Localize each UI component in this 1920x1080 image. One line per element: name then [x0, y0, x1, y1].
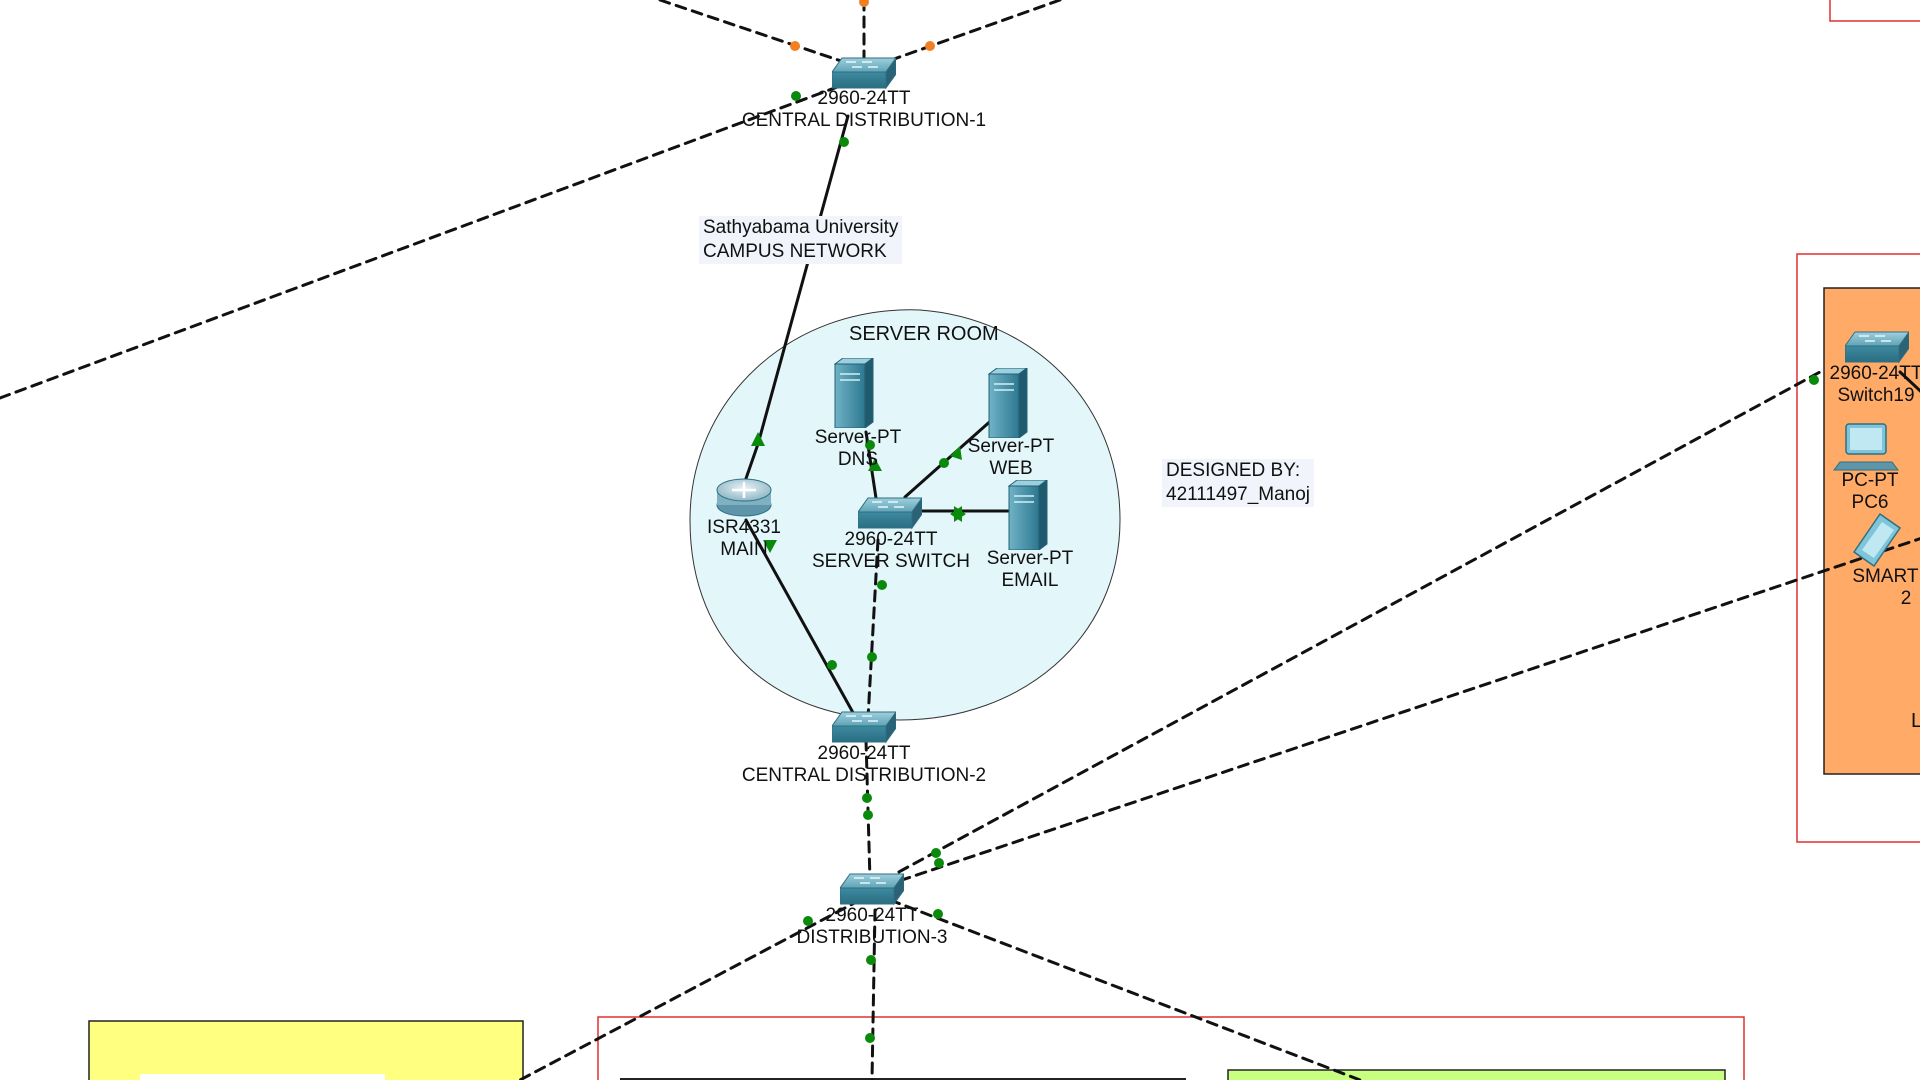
- zone-yellow-inner: [140, 1074, 385, 1080]
- pc6-icon[interactable]: [1833, 423, 1899, 471]
- right-zone-partial-label: L: [1911, 710, 1920, 732]
- switch19-icon[interactable]: [1845, 331, 1909, 363]
- central-distribution-2-switch-icon[interactable]: [832, 711, 896, 743]
- email-server-icon[interactable]: [1008, 480, 1048, 550]
- server-switch-icon[interactable]: [858, 497, 922, 529]
- dns-server-icon[interactable]: [834, 358, 874, 428]
- zone-top-right[interactable]: [1829, 0, 1920, 22]
- zone-yellow[interactable]: [88, 1020, 524, 1080]
- router-icon[interactable]: [716, 478, 772, 517]
- central-distribution-1-switch-icon[interactable]: [832, 57, 896, 89]
- smartphone-icon[interactable]: [1852, 512, 1902, 568]
- server-room-label: SERVER ROOM: [849, 323, 999, 345]
- designer-note[interactable]: DESIGNED BY:42111497_Manoj: [1162, 459, 1315, 507]
- distribution-3-switch-icon[interactable]: [840, 873, 904, 905]
- zone-bottom-center[interactable]: [597, 1016, 1745, 1080]
- web-server-icon[interactable]: [988, 368, 1028, 438]
- link-status-lights: [751, 0, 1819, 1043]
- smartphone-label: SMARTPHO2: [1852, 566, 1920, 609]
